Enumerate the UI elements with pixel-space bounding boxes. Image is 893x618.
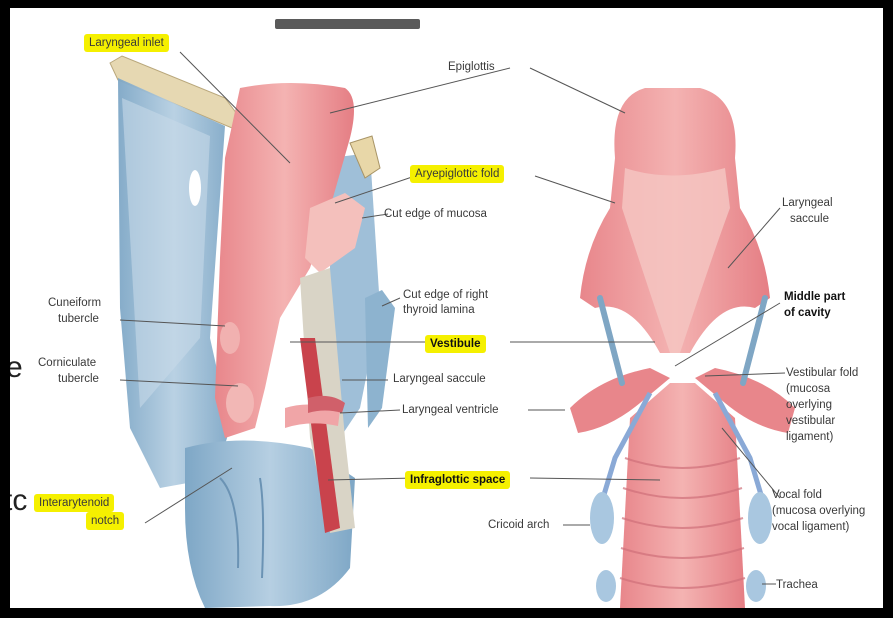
right-larynx-view <box>570 88 795 608</box>
label-vestibule: Vestibule <box>425 335 486 353</box>
label-cuneiform-2: tubercle <box>58 312 99 326</box>
label-cut-edge-thyroid-1: Cut edge of right <box>403 288 488 302</box>
label-corniculate-1: Corniculate <box>38 356 96 370</box>
label-epiglottis: Epiglottis <box>448 60 495 74</box>
label-interarytenoid-2: notch <box>86 512 124 530</box>
label-cricoid-arch: Cricoid arch <box>488 518 549 532</box>
label-infraglottic-space: Infraglottic space <box>405 471 510 489</box>
label-cut-edge-thyroid-2: thyroid lamina <box>403 303 475 317</box>
label-cuneiform-1: Cuneiform <box>48 296 101 310</box>
label-laryngeal-saccule-right-2: saccule <box>790 212 829 226</box>
label-middle-part-2: of cavity <box>784 306 831 320</box>
label-vestibular-fold-2: (mucosa <box>786 382 830 396</box>
label-vestibular-fold-1: Vestibular fold <box>786 366 858 380</box>
figure-frame: Laryngeal inlet Epiglottis Aryepiglottic… <box>10 8 883 608</box>
label-middle-part-1: Middle part <box>784 290 845 304</box>
label-interarytenoid-1: Interarytenoid <box>34 494 114 512</box>
label-laryngeal-ventricle: Laryngeal ventricle <box>402 403 499 417</box>
label-vocal-fold-1: Vocal fold <box>772 488 822 502</box>
label-trachea: Trachea <box>776 578 818 592</box>
cricoid-arch-right <box>748 492 772 544</box>
cricoid-arch-left <box>590 492 614 544</box>
foramen <box>189 170 201 206</box>
label-vestibular-fold-5: ligament) <box>786 430 833 444</box>
label-vocal-fold-2: (mucosa overlying <box>772 504 865 518</box>
label-vestibular-fold-3: overlying <box>786 398 832 412</box>
left-larynx-view <box>110 56 395 608</box>
label-laryngeal-saccule-right-1: Laryngeal <box>782 196 833 210</box>
label-laryngeal-saccule-left: Laryngeal saccule <box>393 372 486 386</box>
background-text-fragment-e: e <box>10 353 23 383</box>
label-cut-edge-mucosa: Cut edge of mucosa <box>384 207 487 221</box>
label-corniculate-2: tubercle <box>58 372 99 386</box>
label-vocal-fold-3: vocal ligament) <box>772 520 849 534</box>
label-laryngeal-inlet: Laryngeal inlet <box>84 34 169 52</box>
label-aryepiglottic-fold: Aryepiglottic fold <box>410 165 504 183</box>
background-text-fragment-tc: tc <box>10 486 27 516</box>
label-vestibular-fold-4: vestibular <box>786 414 835 428</box>
